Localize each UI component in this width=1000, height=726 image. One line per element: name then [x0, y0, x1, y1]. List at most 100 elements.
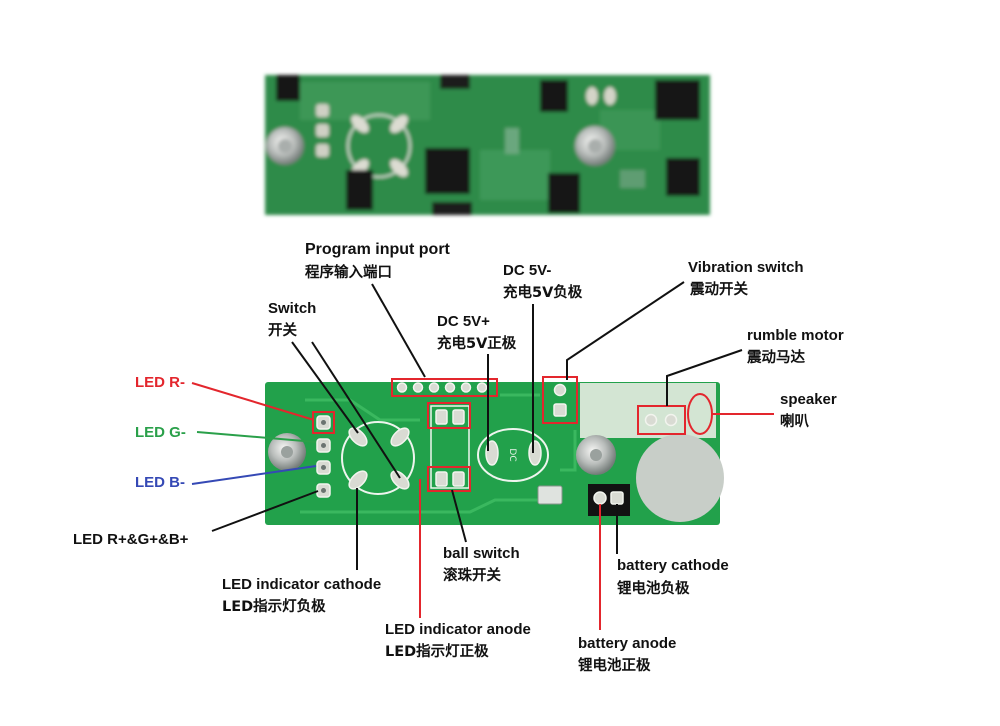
- program-input-port-label: Program input port: [305, 241, 451, 258]
- dc-5v-minus-label-zh: 充电5V负极: [503, 283, 583, 301]
- top-board-chip: [425, 148, 470, 194]
- top-board-pad: [316, 104, 329, 117]
- program-port-pin: [412, 382, 424, 393]
- ball-switch-lower-highlight: [427, 466, 471, 492]
- dc-connector-outline: [477, 428, 549, 482]
- speaker-label-zh: 喇叭: [780, 412, 809, 430]
- top-board-component: [505, 128, 519, 154]
- program-port-highlight: [391, 378, 498, 397]
- switch-leader-a: [291, 341, 359, 434]
- led-indicator-pad: [435, 471, 448, 487]
- rumble-motor-pad: [644, 413, 658, 427]
- pad-hole: [321, 465, 326, 470]
- battery-anode-label-zh: 锂电池正极: [578, 656, 651, 674]
- switch-label: Switch: [268, 300, 316, 317]
- led-g-leader: [196, 431, 317, 443]
- mounting-hole-center: [590, 449, 602, 461]
- speaker-body: [636, 434, 724, 522]
- led-indicator-cathode-label: LED indicator cathode: [222, 576, 381, 593]
- pad-hole: [321, 420, 326, 425]
- ball-switch-pad: [435, 409, 448, 425]
- speaker-label: speaker: [780, 391, 837, 408]
- top-board-chip: [346, 170, 373, 210]
- led-common-leader: [211, 490, 319, 532]
- switch-pad: [348, 427, 368, 447]
- led-r-pad-highlight: [312, 411, 335, 434]
- top-board-photo: [265, 75, 710, 215]
- program-port-pin: [460, 382, 472, 393]
- small-connector: [537, 485, 563, 505]
- rumble-motor-pad: [664, 413, 678, 427]
- board-trace: [300, 498, 560, 514]
- top-board-chip: [440, 75, 470, 89]
- switch-pad: [390, 470, 410, 490]
- led-indicator-cathode-label-zh: LED指示灯负极: [222, 597, 326, 615]
- led-indicator-pad: [452, 471, 465, 487]
- vibration-switch-pad: [553, 403, 567, 417]
- ball-switch-label-zh: 滚珠开关: [443, 566, 501, 584]
- switch-outline: [341, 421, 415, 495]
- program-port-pin: [444, 382, 456, 393]
- rumble-motor-highlight: [637, 405, 686, 435]
- ball-switch-label: ball switch: [443, 545, 520, 562]
- top-board-pad: [316, 124, 329, 137]
- top-board-chip: [655, 80, 700, 120]
- led-indicator-anode-label-zh: LED指示灯正极: [385, 642, 489, 660]
- led-b-leader: [191, 465, 317, 485]
- vibration-switch-pad: [553, 383, 567, 397]
- vibration-switch-label-zh: 震动开关: [690, 280, 748, 298]
- top-board-chip: [540, 80, 568, 112]
- battery-cathode-pad: [610, 491, 624, 505]
- dc-minus-pad: [528, 440, 542, 466]
- rumble-motor-label-zh: 震动马达: [747, 348, 805, 366]
- battery-anode-label: battery anode: [578, 635, 676, 652]
- vibration-switch-highlight: [542, 376, 578, 424]
- top-board-chip: [432, 202, 472, 215]
- ball-switch-outline: [430, 405, 470, 489]
- rumble-motor-leader: [666, 349, 743, 406]
- program-port-pin: [476, 382, 488, 393]
- top-board-chip: [548, 173, 580, 213]
- switch-leader-b: [311, 341, 401, 479]
- program-port-leader: [371, 283, 426, 378]
- dc-5v-plus-label-zh: 充电5V正极: [437, 334, 517, 352]
- led-indicator-anode-label: LED indicator anode: [385, 621, 531, 638]
- battery-anode-pad: [593, 491, 607, 505]
- top-board-pad: [316, 144, 329, 157]
- top-board-switch-pad: [390, 115, 408, 133]
- mounting-hole-center: [281, 446, 293, 458]
- vibration-switch-leader: [566, 281, 685, 380]
- top-board-trace-area: [480, 150, 550, 200]
- ball-switch-leader: [451, 489, 467, 543]
- leader-lines: [191, 281, 774, 630]
- led-b-minus-label: LED B-: [135, 474, 185, 491]
- top-board-switch-pad: [390, 159, 408, 177]
- board-trace: [305, 398, 420, 422]
- top-board-switch-outline: [347, 114, 411, 178]
- top-board-pad: [586, 87, 598, 105]
- rumble-motor-label: rumble motor: [747, 327, 844, 344]
- top-board-chip: [666, 158, 700, 196]
- top-board-mounting-hole-center: [278, 139, 292, 153]
- program-port-pin: [428, 382, 440, 393]
- dc-5v-minus-label: DC 5V-: [503, 262, 551, 279]
- bottom-board: DC: [265, 376, 724, 525]
- dc-silkscreen: DC: [507, 448, 517, 461]
- top-board-mounting-hole-center: [588, 139, 602, 153]
- board-trace: [560, 430, 577, 472]
- led-g-minus-label: LED G-: [135, 424, 186, 441]
- pad-hole: [321, 443, 326, 448]
- led-common-plus-label: LED R+&G+&B+: [73, 531, 189, 548]
- switch-label-zh: 开关: [268, 321, 297, 339]
- led-r-minus-label: LED R-: [135, 374, 185, 391]
- battery-cathode-label: battery cathode: [617, 557, 729, 574]
- top-board-component: [620, 170, 645, 188]
- program-port-pin: [396, 382, 408, 393]
- led-r-leader: [191, 382, 315, 421]
- board-light-area: [580, 383, 716, 438]
- top-board-pad: [604, 87, 616, 105]
- switch-pad: [348, 470, 368, 490]
- ball-switch-pad: [452, 409, 465, 425]
